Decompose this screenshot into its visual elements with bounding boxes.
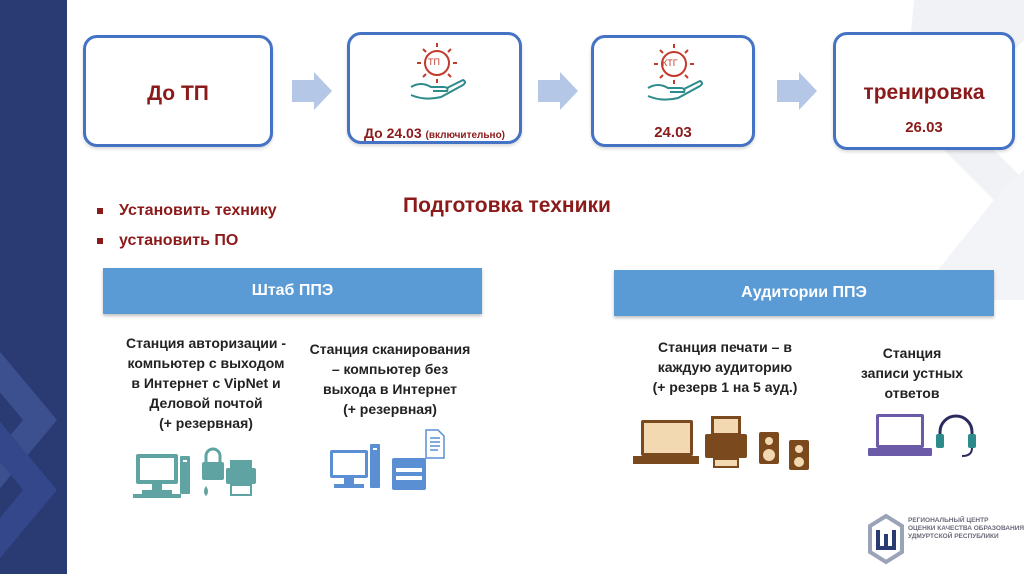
step-badge: КТГ <box>662 58 678 68</box>
bullet-marker <box>97 208 103 214</box>
section-heading: Подготовка техники <box>403 194 611 217</box>
auth-station-devices-icon <box>133 447 256 498</box>
print-station-devices-icon <box>633 416 809 470</box>
step-title: До ТП <box>147 82 209 105</box>
step-date: 26.03 <box>905 119 943 136</box>
gear-hand-icon <box>410 43 466 100</box>
scan-station-description: Станция сканирования – компьютер без вых… <box>309 341 471 417</box>
gear-hand-icon <box>647 44 703 101</box>
section-header-rooms: Аудитории ППЭ <box>614 270 994 316</box>
chevron-pattern <box>0 351 57 559</box>
step-tp: ТП До 24.03 (включительно) <box>347 32 522 144</box>
left-sidebar-decoration <box>0 0 67 574</box>
scan-station-devices-icon <box>330 429 445 490</box>
print-station-description: Станция печати – в каждую аудиторию (+ р… <box>652 339 798 395</box>
bullet-text: установить ПО <box>119 232 239 249</box>
step-date-note: (включительно) <box>425 130 506 141</box>
oral-recording-station-description: Станция записи устных ответов <box>860 345 964 401</box>
step-badge: ТП <box>428 57 440 67</box>
arrow-right-icon <box>777 72 817 110</box>
step-date-row: До 24.03 (включительно) <box>350 125 519 141</box>
step-training: тренировка 26.03 <box>833 32 1015 150</box>
list-item: Установить технику <box>97 196 277 226</box>
bullet-text: Установить технику <box>119 202 277 219</box>
organization-logo: РЕГИОНАЛЬНЫЙ ЦЕНТР ОЦЕНКИ КАЧЕСТВА ОБРАЗ… <box>864 508 1024 568</box>
list-item: установить ПО <box>97 226 277 256</box>
arrow-right-icon <box>538 72 578 110</box>
oral-station-devices-icon <box>868 414 976 457</box>
auth-station-description: Станция авторизации - компьютер с выходо… <box>125 335 286 431</box>
arrow-right-icon <box>292 72 332 110</box>
step-title: тренировка <box>863 81 985 104</box>
step-before-tp: До ТП <box>83 35 273 147</box>
section-header-hq: Штаб ППЭ <box>103 268 482 314</box>
logo-text: РЕГИОНАЛЬНЫЙ ЦЕНТР ОЦЕНКИ КАЧЕСТВА ОБРАЗ… <box>908 517 1024 540</box>
logo-emblem-icon <box>868 513 904 565</box>
bullet-marker <box>97 238 103 244</box>
step-ktg: КТГ 24.03 <box>591 35 755 147</box>
bullet-list: Установить технику установить ПО <box>97 196 277 256</box>
step-date: 24.03 <box>654 124 692 141</box>
step-date: До 24.03 <box>363 125 422 141</box>
